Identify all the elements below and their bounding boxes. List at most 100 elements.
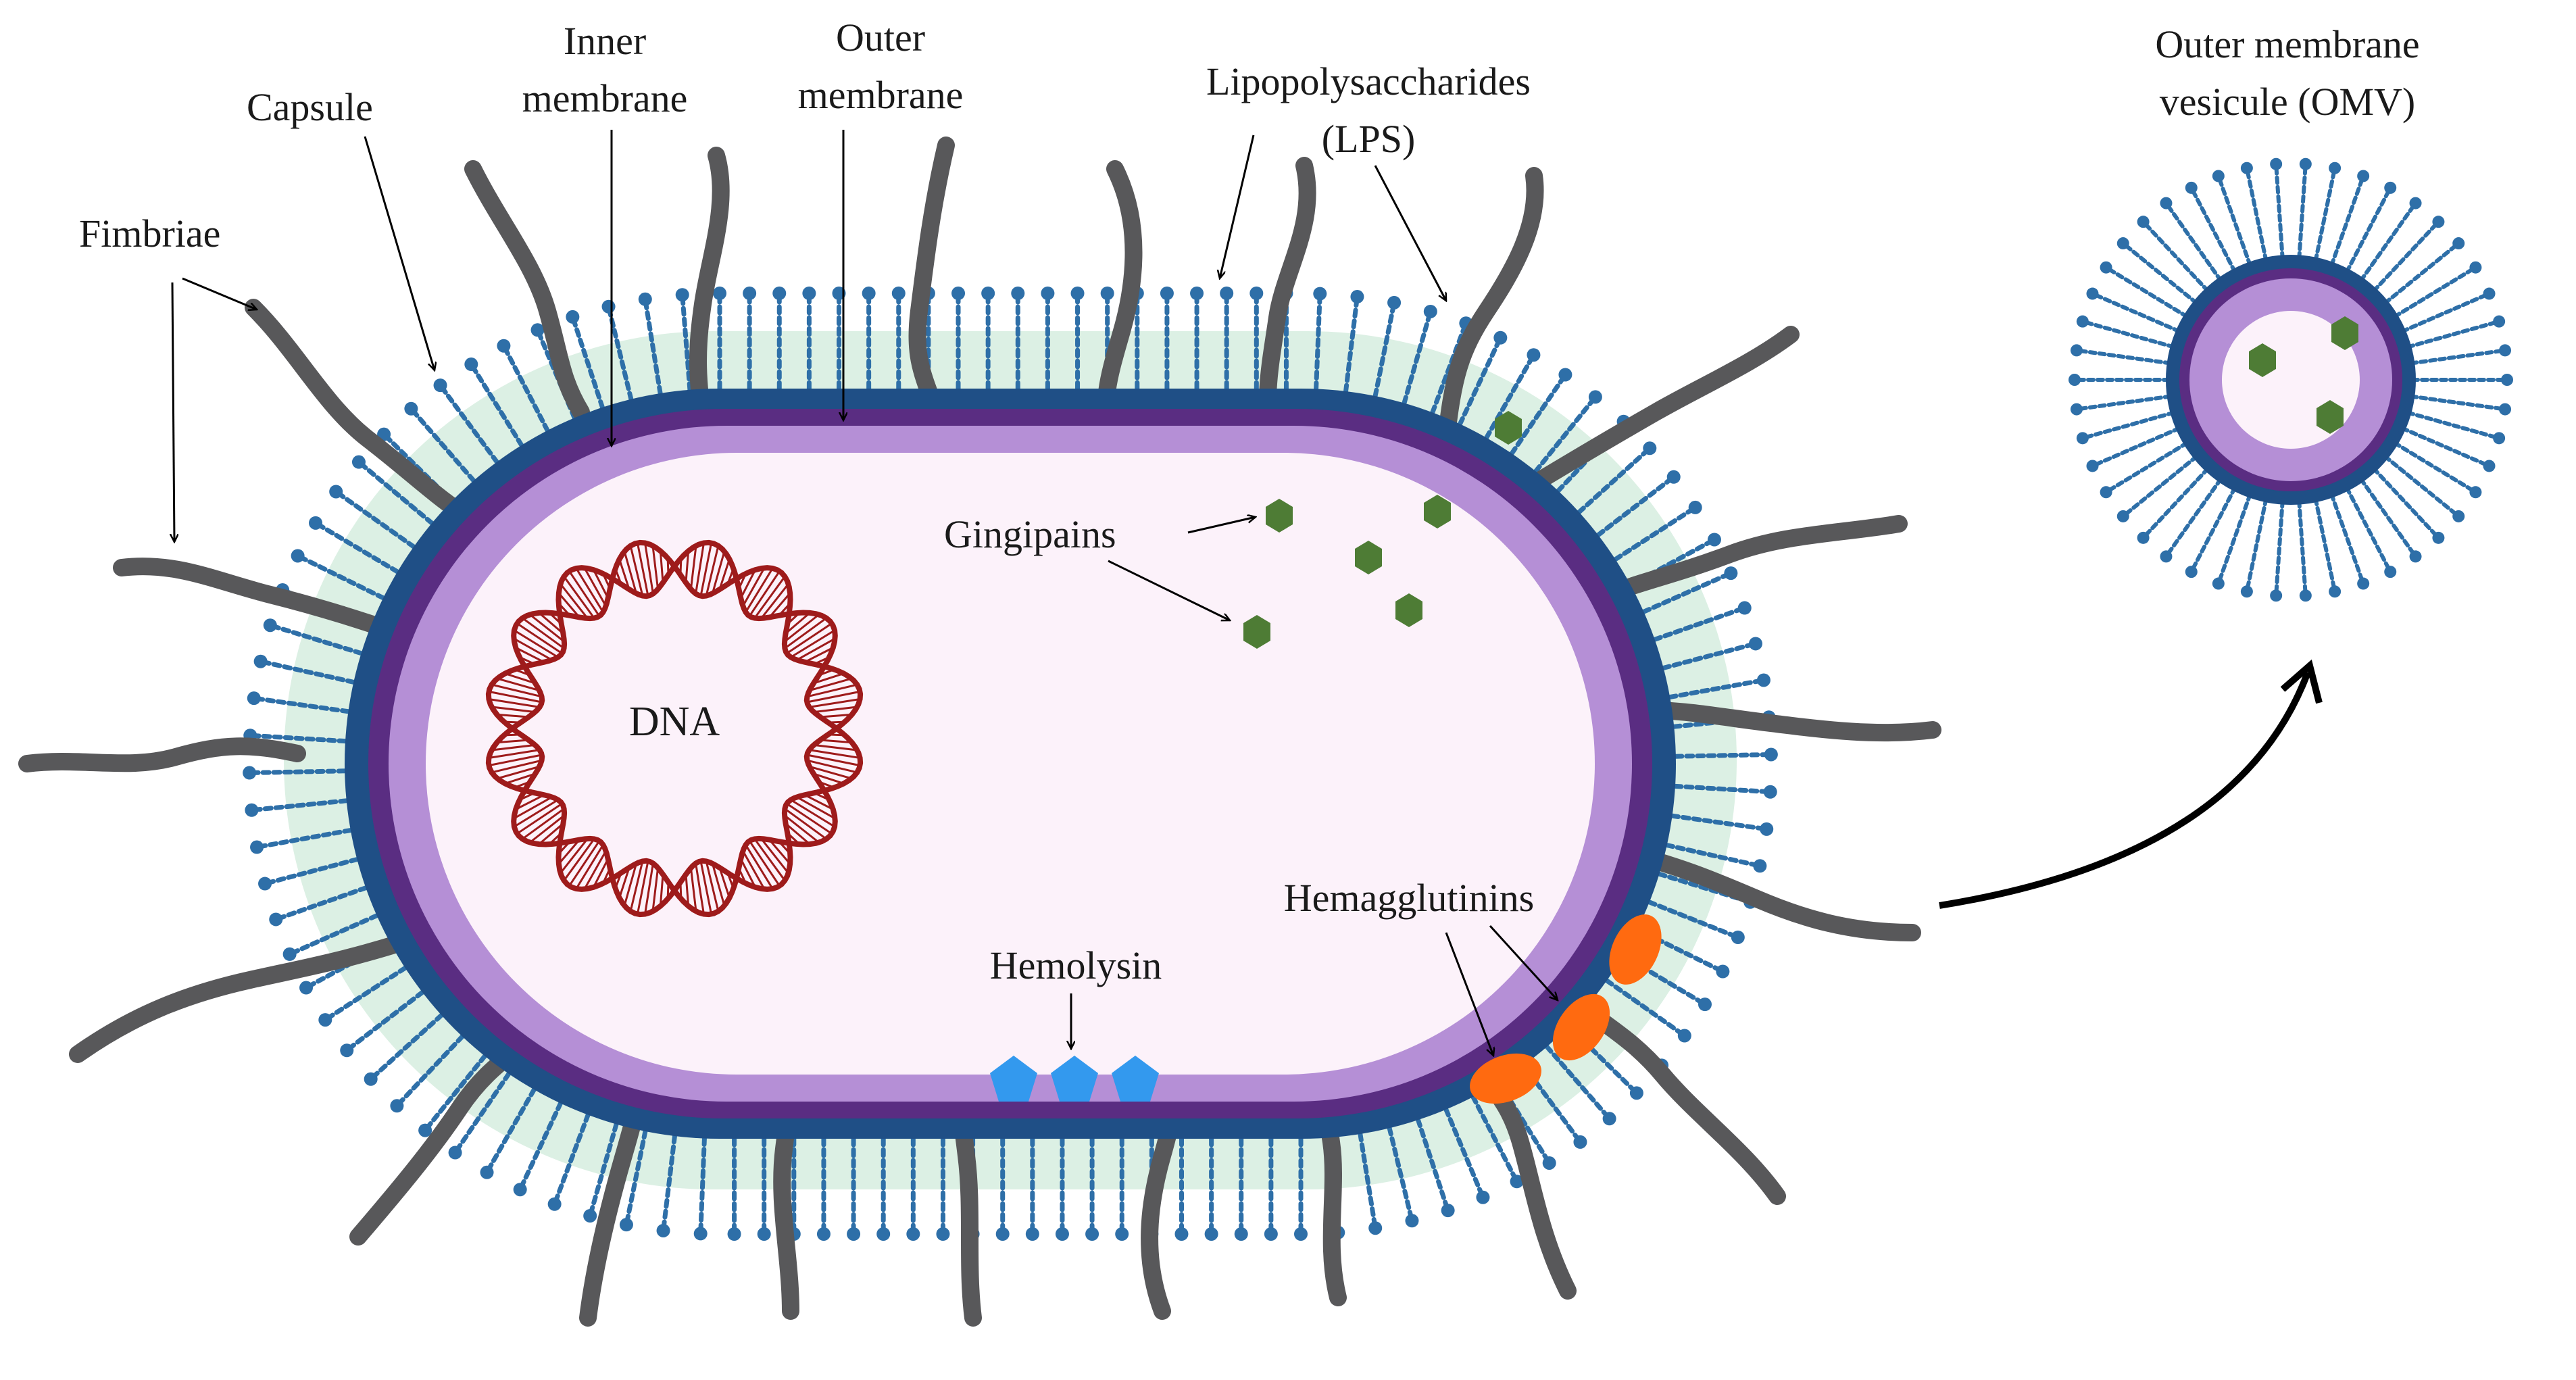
omv-lps-spike (2383, 454, 2465, 522)
omv-lps-spike (2076, 315, 2176, 349)
omv-lps-spike (2358, 477, 2422, 563)
lps-spike (981, 287, 995, 391)
omv-lps-spike (2086, 287, 2181, 334)
omv-lps-spike (2392, 261, 2482, 319)
omv-lps-spikes (2069, 157, 2513, 602)
lps-spike (1544, 1044, 1616, 1126)
lps-spike (891, 287, 906, 391)
cytoplasm (426, 453, 1595, 1075)
dna-plasmid (485, 539, 864, 918)
hemagglutinin-icon (1552, 993, 1610, 1061)
lps-pointer (1220, 134, 1255, 278)
omv-lps-spike (2160, 197, 2223, 282)
omv-release-arrow (1939, 671, 2311, 909)
lps-spike (243, 766, 347, 780)
omv-lps-spike (2371, 466, 2445, 544)
hemolysin-icon (990, 1056, 1037, 1102)
lps-spike (418, 1054, 487, 1137)
lps-spike (802, 287, 816, 391)
lps-spike (1174, 1136, 1189, 1241)
omv-lps-spike (2406, 315, 2506, 349)
lps-spike (757, 1136, 771, 1241)
lps-spike (656, 1133, 677, 1237)
lps-spike (1595, 470, 1681, 538)
lps-spike (250, 828, 353, 854)
lps-spike (1416, 1117, 1455, 1218)
inner-membrane-label-line2: membrane (522, 76, 688, 120)
hemolysin-icon (1112, 1056, 1159, 1102)
lps-spike (772, 287, 787, 391)
fimbria-strand (1627, 701, 1941, 742)
omv-lps-spike (2297, 157, 2312, 261)
lps-spike (713, 287, 726, 391)
gingipain-icon (2317, 400, 2344, 434)
lps-spike (1041, 287, 1055, 391)
omv-lps-spike (2329, 170, 2370, 268)
omv-lps-spike (2086, 426, 2181, 472)
fimbria-strand (69, 924, 441, 1063)
fimbria-strand (245, 299, 482, 529)
gingipain-icon (1266, 499, 1293, 533)
lps-spike (951, 287, 966, 391)
omv-label-line2: vesicule (OMV) (2160, 80, 2416, 124)
gingipain-icon (1424, 495, 1451, 528)
lps-spike (743, 287, 757, 391)
lps-spike (1484, 348, 1541, 441)
lps-spike (583, 1122, 619, 1223)
lps-spike (906, 1136, 920, 1241)
omv-lps-spike (2212, 492, 2252, 590)
omv-lps-spike (2240, 497, 2269, 598)
lps-spike (1055, 1136, 1069, 1241)
omv-lps-spike (2358, 197, 2422, 282)
omv-lps-spike (2212, 170, 2252, 268)
annotation-arrows (172, 130, 1558, 1056)
lps-spike (1387, 1125, 1419, 1228)
lps-spike (1604, 978, 1691, 1043)
omv-lps-spike (2100, 261, 2189, 319)
omv-lps-spike (2270, 499, 2285, 602)
lps-spike (1234, 1136, 1248, 1241)
lps-spike (1443, 1107, 1490, 1204)
lps-spike (1115, 1136, 1129, 1241)
lps-spike (497, 339, 550, 433)
lps-spike (340, 989, 425, 1058)
lps-spike (1661, 637, 1762, 670)
gingipains-group (1243, 411, 1522, 649)
lps-spike (1647, 900, 1745, 944)
omv-lps-spike (2406, 410, 2506, 445)
lps-spike (1204, 1136, 1218, 1241)
hemolysin-label: Hemolysin (990, 943, 1162, 987)
hemolysin-icon (1051, 1056, 1098, 1102)
omv-lps-spike (2371, 216, 2445, 293)
lps-label-line2: (LPS) (1322, 117, 1416, 161)
dna-strand (485, 539, 864, 918)
omv-lps-spike (2070, 344, 2173, 366)
lps-spike (351, 455, 435, 526)
capsule-pointer (364, 136, 435, 370)
hemagglutinin-icon (1609, 914, 1662, 985)
lps-spike (318, 965, 408, 1027)
gingipain-icon (2249, 343, 2276, 377)
fimbriae-pointer (182, 277, 257, 310)
gingipain-icon (1395, 593, 1422, 627)
omv-lps-spike (2270, 157, 2285, 261)
gingipain-icon (1243, 615, 1270, 649)
fimbriae-pointer (172, 282, 174, 542)
lps-spike (1612, 500, 1702, 562)
omv-lps-spike (2185, 485, 2237, 578)
lps-spike (364, 1012, 444, 1086)
fimbria-strand (18, 737, 306, 772)
omv-lps-spike (2076, 410, 2176, 445)
lps-spike (1641, 566, 1738, 614)
gingipains-pointer (1108, 560, 1230, 620)
lps-spike (1670, 813, 1774, 836)
lps-spike (619, 1129, 648, 1232)
omv-lps-spike (2070, 394, 2173, 416)
lps-spike (1011, 287, 1025, 391)
omv-gingipains (2249, 316, 2358, 434)
lps-spike (1402, 304, 1437, 405)
inner-membrane-label-line1: Inner (564, 19, 646, 63)
lps-label-line1: Lipopolysaccharides (1206, 59, 1531, 103)
lps-spike (433, 378, 499, 465)
lps-spike (1667, 673, 1770, 699)
